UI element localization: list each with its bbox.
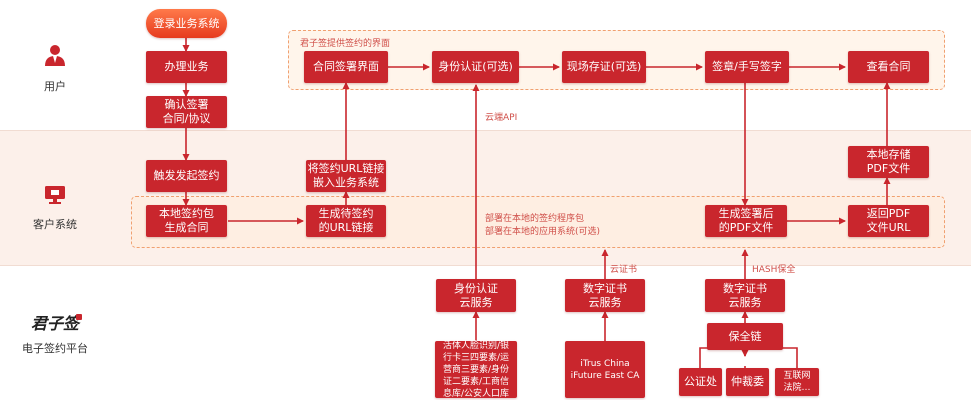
return-pdf-url-node[interactable]: 返回PDF 文件URL [848, 205, 929, 237]
local-store-pdf-node[interactable]: 本地存储 PDF文件 [848, 146, 929, 178]
login-button[interactable]: 登录业务系统 [146, 9, 227, 38]
lane-label-client: 客户系统 [33, 218, 77, 231]
lane-label-user: 用户 [44, 80, 66, 93]
lane-label-platform: 电子签约平台 [22, 342, 88, 355]
note-user-group: 君子签提供签约的界面 [300, 39, 391, 49]
trigger-signing-node[interactable]: 触发发起签约 [146, 160, 227, 192]
view-contract-node[interactable]: 查看合同 [848, 51, 929, 83]
preservation-chain-node[interactable]: 保全链 [707, 323, 783, 350]
note-cloud-api: 云端API [485, 113, 518, 123]
note-hash: HASH保全 [752, 265, 796, 275]
junziqian-logo: 君子签 [30, 314, 79, 333]
note-client-group-1: 部署在本地的签约程序包 [485, 214, 585, 224]
digital-cert-cloud-node-2[interactable]: 数字证书 云服务 [705, 279, 785, 312]
client-deploy-group [131, 196, 945, 248]
local-package-node[interactable]: 本地签约包 生成合同 [146, 205, 227, 237]
generate-url-node[interactable]: 生成待签约 的URL链接 [306, 205, 386, 237]
note-cloud-cert: 云证书 [610, 265, 638, 275]
connector-parties-chain [699, 347, 798, 368]
lane-divider [0, 265, 971, 266]
onsite-evidence-node[interactable]: 现场存证(可选) [562, 51, 646, 83]
confirm-contract-node[interactable]: 确认签署 合同/协议 [146, 96, 227, 128]
arbitration-node: 仲裁委 [726, 368, 769, 396]
note-client-group-2: 部署在本地的应用系统(可选) [485, 227, 601, 237]
itrus-ca-node: iTrus China iFuture East CA [565, 341, 645, 398]
sign-seal-node[interactable]: 签章/手写签字 [705, 51, 789, 83]
notary-node: 公证处 [679, 368, 722, 396]
identity-data-sources-node: 活体人脸识别/银 行卡三四要素/运 营商三要素/身份 证二要素/工商信 息库/公… [435, 341, 517, 399]
identity-cloud-service-node[interactable]: 身份认证 云服务 [436, 279, 516, 312]
handle-business-node[interactable]: 办理业务 [146, 51, 227, 83]
embed-url-node[interactable]: 将签约URL链接 嵌入业务系统 [306, 160, 386, 192]
monitor-icon [45, 186, 65, 204]
contract-signing-ui-node[interactable]: 合同签署界面 [304, 51, 388, 83]
user-tie-icon [45, 45, 65, 66]
logo-seal [76, 314, 82, 320]
lane-divider [0, 130, 971, 131]
identity-auth-node[interactable]: 身份认证(可选) [432, 51, 519, 83]
digital-cert-cloud-node-1[interactable]: 数字证书 云服务 [565, 279, 645, 312]
internet-court-node: 互联网 法院… [775, 368, 819, 396]
signed-pdf-node[interactable]: 生成签署后 的PDF文件 [705, 205, 787, 237]
